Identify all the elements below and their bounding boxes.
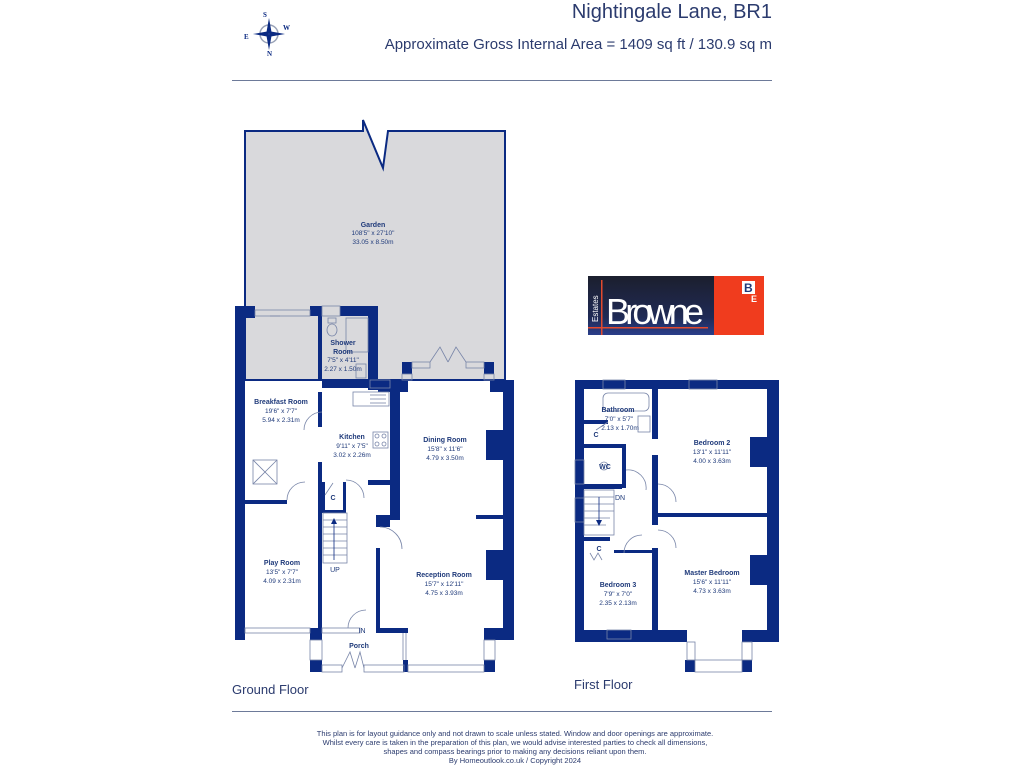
room-dim-metric: 3.02 x 2.26m xyxy=(333,452,371,459)
entrance-label: IN xyxy=(359,628,366,635)
first-floor-windows xyxy=(574,379,753,673)
room-name: Dining Room xyxy=(423,437,467,444)
compass-icon: S W E N xyxy=(244,11,290,58)
compass-w: W xyxy=(283,24,290,32)
stairs-down-label: DN xyxy=(615,495,625,502)
room-name: Master Bedroom xyxy=(684,570,739,577)
room-dim-imperial: 15'8" x 11'6" xyxy=(427,446,463,453)
room-bedroom-2: Bedroom 2 13'1" x 11'11" 4.00 x 3.63m xyxy=(693,440,732,465)
room-name: Kitchen xyxy=(339,434,365,441)
room-dim-metric: 4.09 x 2.31m xyxy=(263,578,301,585)
disclaimer: This plan is for layout guidance only an… xyxy=(300,729,730,765)
room-name: Play Room xyxy=(264,560,300,567)
room-dim-metric: 4.00 x 3.63m xyxy=(693,458,731,465)
ground-floor-fixtures xyxy=(252,315,390,564)
logo-brand: Browne xyxy=(606,291,704,332)
room-dim-imperial: 19'6" x 7'7" xyxy=(265,408,298,415)
room-name: Bathroom xyxy=(601,407,634,414)
property-title: Nightingale Lane, BR1 xyxy=(571,1,772,23)
first-floor-walls xyxy=(575,380,779,672)
room-dim-metric: 2.13 x 1.70m xyxy=(601,425,639,432)
room-kitchen: Kitchen 9'11" x 7'5" 3.02 x 2.26m xyxy=(333,434,371,459)
bath-icon xyxy=(602,392,650,412)
room-dim-imperial: 7'0" x 5'7" xyxy=(605,416,634,423)
room-name: Bedroom 2 xyxy=(694,440,731,447)
compass-e: E xyxy=(244,33,249,41)
first-floor-label: First Floor xyxy=(574,677,633,692)
room-reception: Reception Room 15'7" x 12'11" 4.75 x 3.9… xyxy=(416,572,472,597)
gross-internal-area: Approximate Gross Internal Area = 1409 s… xyxy=(384,36,772,53)
ground-floor-walls xyxy=(235,306,514,672)
kitchen-sink-icon xyxy=(352,391,390,407)
compass-s: S xyxy=(263,11,267,19)
room-name-2: Room xyxy=(333,349,353,356)
shower-tray-icon xyxy=(345,317,369,353)
ground-floor-label: Ground Floor xyxy=(232,682,309,697)
room-dining: Dining Room 15'8" x 11'6" 4.79 x 3.50m xyxy=(423,437,467,462)
room-porch: Porch xyxy=(349,643,369,650)
logo-badge-b: B xyxy=(744,281,753,295)
room-breakfast: Breakfast Room 19'6" x 7'7" 5.94 x 2.31m xyxy=(254,399,308,424)
stairs-up xyxy=(322,512,348,564)
stairs-down xyxy=(583,489,615,536)
cupboard-marker-landing: C xyxy=(596,546,601,553)
estate-agent-logo: Estates Browne B E xyxy=(588,276,764,335)
disclaimer-line-1: This plan is for layout guidance only an… xyxy=(316,729,714,738)
room-dim-imperial: 13'5" x 7'7" xyxy=(266,569,299,576)
room-bathroom: Bathroom 7'0" x 5'7" 2.13 x 1.70m xyxy=(601,407,639,432)
basin-icon xyxy=(637,415,651,433)
room-dim-metric: 2.27 x 1.50m xyxy=(324,366,362,373)
ground-floor-doors xyxy=(286,346,467,669)
logo-estates: Estates xyxy=(591,295,600,322)
room-dim-metric: 33.05 x 8.50m xyxy=(352,239,393,246)
compass-n: N xyxy=(267,50,272,58)
room-shower: Shower Room 7'5" x 4'11" 2.27 x 1.50m xyxy=(324,340,362,373)
disclaimer-line-2: Whilst every care is taken in the prepar… xyxy=(322,738,708,747)
room-name: Bedroom 3 xyxy=(600,582,637,589)
room-dim-metric: 4.75 x 3.93m xyxy=(425,590,463,597)
logo-badge-e: E xyxy=(751,294,757,304)
footer-divider xyxy=(232,711,772,712)
room-dim-imperial: 15'7" x 12'11" xyxy=(425,581,464,588)
room-dim-imperial: 13'1" x 11'11" xyxy=(693,449,732,456)
room-dim-metric: 5.94 x 2.31m xyxy=(262,417,300,424)
hob-icon xyxy=(372,431,389,449)
room-name: Shower xyxy=(330,340,356,347)
room-wc: WC xyxy=(599,464,611,471)
room-dim-metric: 4.79 x 3.50m xyxy=(426,455,464,462)
toilet-icon xyxy=(326,323,338,337)
room-garden: Garden 108'5" x 27'10" 33.05 x 8.50m xyxy=(352,222,396,246)
wc-icon xyxy=(599,461,609,471)
room-dim-imperial: 108'5" x 27'10" xyxy=(352,230,396,237)
room-play: Play Room 13'5" x 7'7" 4.09 x 2.31m xyxy=(263,560,301,585)
first-floor-fixtures xyxy=(583,392,677,561)
stairs-up-label: UP xyxy=(330,567,340,574)
room-dim-imperial: 7'5" x 4'11" xyxy=(327,357,359,364)
room-dim-imperial: 9'11" x 7'5" xyxy=(336,443,368,450)
room-name: Reception Room xyxy=(416,572,472,579)
ground-floor-windows xyxy=(244,305,496,673)
room-dim-imperial: 7'9" x 7'0" xyxy=(604,591,633,598)
room-master-bedroom: Master Bedroom 15'6" x 11'11" 4.73 x 3.6… xyxy=(684,570,739,595)
room-bedroom-3: Bedroom 3 7'9" x 7'0" 2.35 x 2.13m xyxy=(599,582,637,607)
room-name: Breakfast Room xyxy=(254,399,308,406)
cupboard-marker: C xyxy=(330,495,335,502)
room-dim-metric: 2.35 x 2.13m xyxy=(599,600,637,607)
room-dim-imperial: 15'6" x 11'11" xyxy=(693,579,732,586)
disclaimer-line-3: shapes and compass bearings prior to mak… xyxy=(383,747,647,756)
room-name: Garden xyxy=(361,222,386,229)
room-dim-metric: 4.73 x 3.63m xyxy=(693,588,731,595)
skylight-icon xyxy=(252,459,278,485)
sink-icon xyxy=(355,363,367,379)
header-divider xyxy=(232,80,772,81)
disclaimer-line-4: By Homeoutlook.co.uk / Copyright 2024 xyxy=(448,756,582,765)
cupboard-marker-bathroom: C xyxy=(593,432,598,439)
